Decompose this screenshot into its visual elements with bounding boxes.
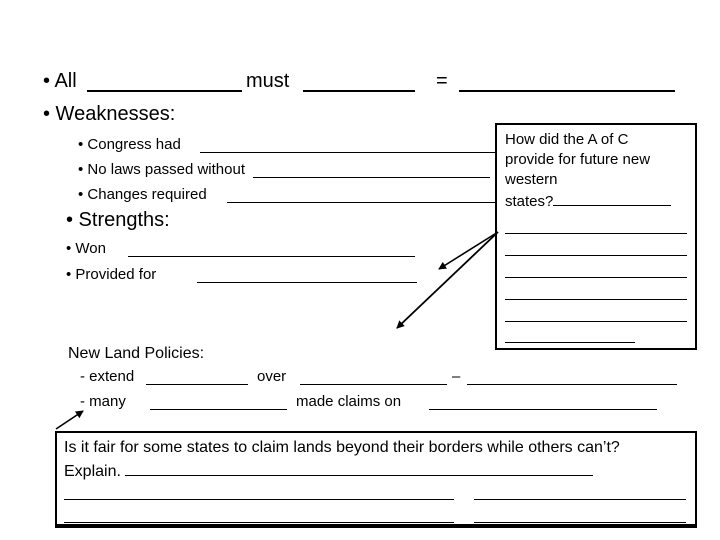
side-box-blank-5 [505, 300, 687, 322]
strength-item-1: • Won [66, 240, 106, 257]
side-question-line-4: states? [505, 190, 687, 212]
side-box-blank-1 [505, 212, 687, 234]
title-blank-3 [459, 90, 675, 92]
title-blank-2 [303, 90, 415, 92]
title-all-label: • All [43, 70, 77, 92]
bottom-blank-3a [64, 499, 454, 523]
side-question-line-3: western [505, 171, 558, 188]
bottom-blank-1 [125, 459, 594, 476]
strength-blank-1 [128, 256, 415, 257]
bottom-blank-3b [474, 499, 686, 523]
title-equals-label: = [436, 70, 448, 92]
land-blank-5 [429, 409, 657, 410]
arrow-to-provided-for [438, 231, 499, 270]
weakness-blank-2 [253, 177, 490, 178]
strength-item-2: • Provided for [66, 266, 157, 283]
bottom-question-text: Is it fair for some states to claim land… [64, 439, 620, 456]
strengths-heading: • Strengths: [66, 209, 170, 231]
land-dash-label: – [452, 368, 461, 385]
title-blank-1 [87, 90, 242, 92]
bottom-explain-row: Explain. [64, 459, 688, 481]
side-question-line-2: provide for future new [505, 151, 651, 168]
land-blank-1 [146, 384, 248, 385]
land-policies-heading: New Land Policies: [68, 345, 205, 362]
side-box-blank-0 [553, 190, 672, 206]
weakness-blank-1 [200, 152, 495, 153]
weakness-blank-3 [227, 202, 503, 203]
bottom-explain-label: Explain. [64, 463, 121, 480]
land-blank-2 [300, 384, 447, 385]
arrow-to-many-line [55, 410, 84, 430]
land-many-label: - many [80, 393, 126, 410]
side-question-line-1: How did the A of C [505, 131, 629, 148]
side-box-blank-2 [505, 234, 687, 256]
weakness-item-3: • Changes required [78, 186, 207, 203]
land-over-label: over [257, 368, 287, 385]
weaknesses-heading: • Weaknesses: [43, 103, 176, 125]
land-blank-4 [150, 409, 287, 410]
arrow-to-land-policies [396, 231, 499, 329]
land-blank-3 [467, 384, 677, 385]
bottom-question-box: Is it fair for some states to claim land… [55, 431, 697, 528]
side-question-box: How did the A of C provide for future ne… [495, 123, 697, 350]
side-box-blank-6 [505, 322, 635, 343]
bottom-blank-row-3 [64, 500, 688, 523]
bottom-blank-row-2 [64, 481, 688, 500]
side-box-blank-4 [505, 278, 687, 300]
side-box-blank-3 [505, 256, 687, 278]
title-must-label: must [246, 70, 290, 92]
land-extend-label: - extend [80, 368, 135, 385]
strength-blank-2 [197, 282, 417, 283]
bottom-blank-2a [64, 480, 454, 500]
weakness-item-1: • Congress had [78, 136, 181, 153]
side-question-states-label: states? [505, 193, 554, 210]
weakness-item-2: • No laws passed without [78, 161, 245, 178]
bottom-blank-2b [474, 480, 686, 500]
land-claims-label: made claims on [296, 393, 402, 410]
